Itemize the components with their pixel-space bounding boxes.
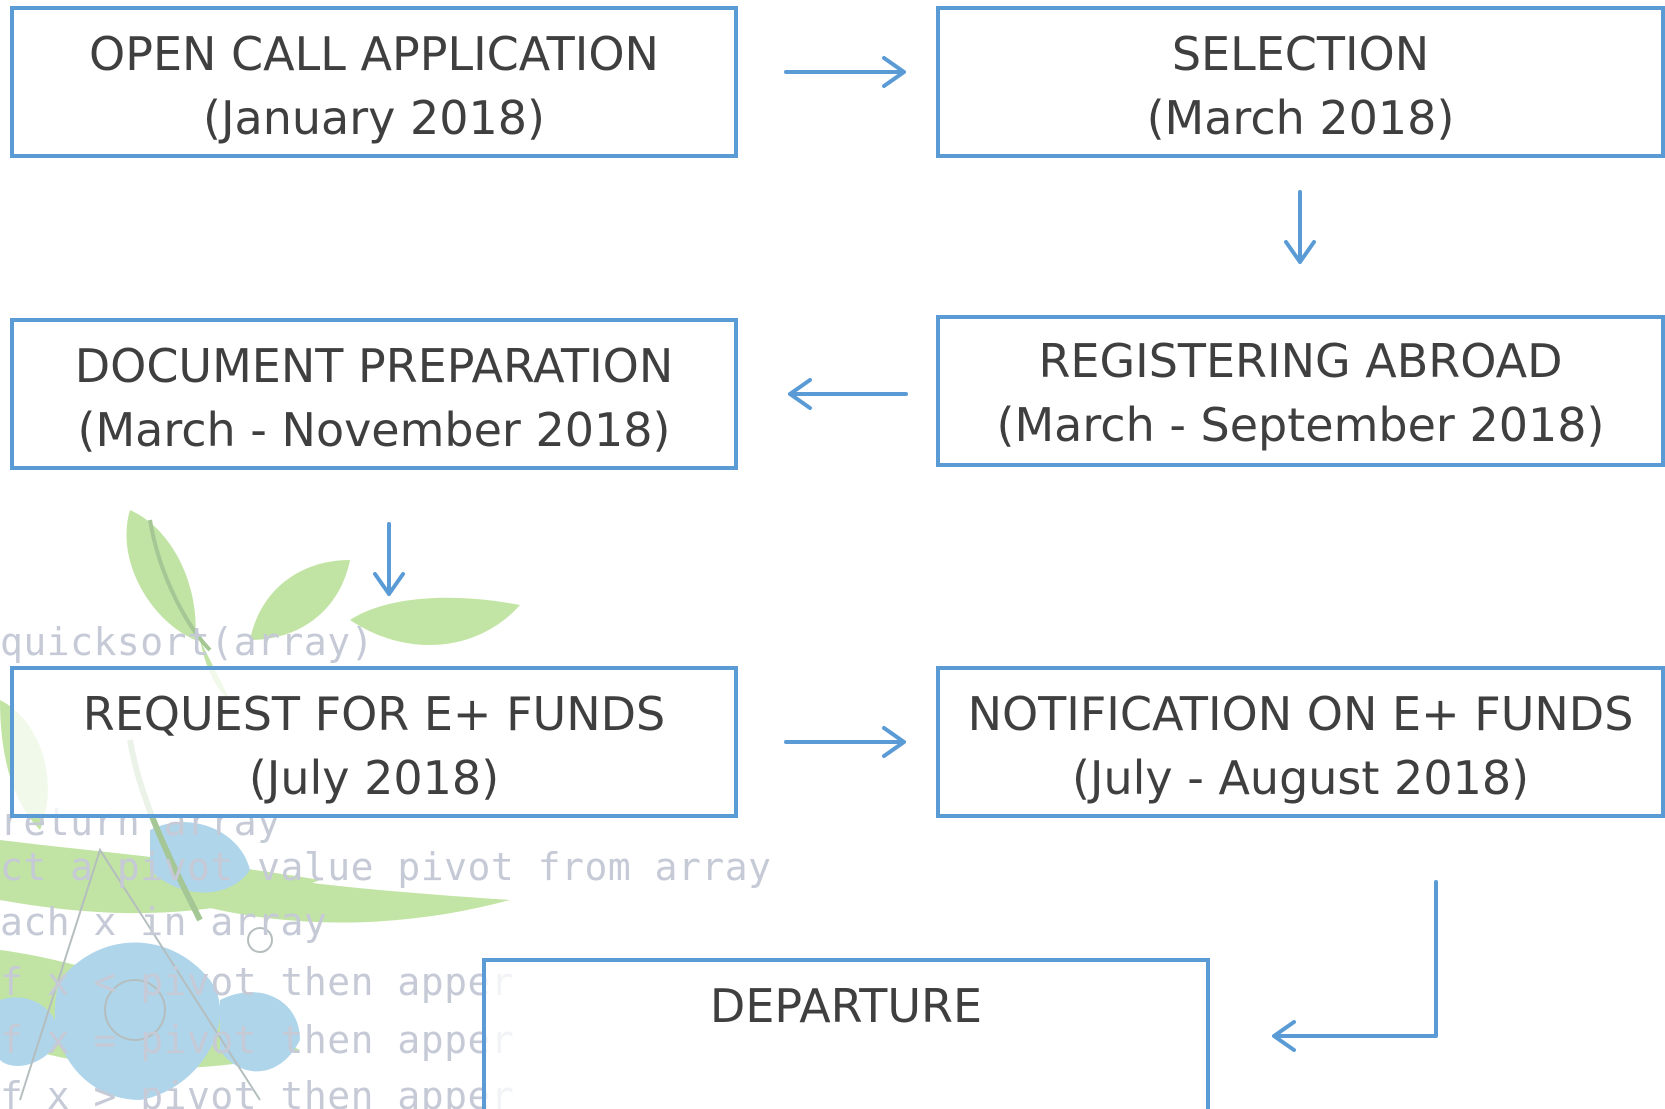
step-title: REGISTERING ABROAD — [1038, 334, 1563, 388]
step-notification-on-e-plus-funds: NOTIFICATION ON E+ FUNDS (July - August … — [936, 666, 1665, 818]
step-title: NOTIFICATION ON E+ FUNDS — [967, 687, 1634, 741]
code-line: f x = pivot then apper — [0, 1018, 515, 1062]
arrow-elbow-icon — [1272, 880, 1438, 1052]
step-date: (July 2018) — [248, 751, 500, 805]
step-date: (January 2018) — [203, 91, 545, 145]
code-line: quicksort(array) — [0, 620, 375, 664]
step-date: (March 2018) — [1146, 91, 1455, 145]
code-line: ach x in array — [0, 900, 328, 944]
arrow-right-icon — [784, 726, 906, 758]
arrow-left-icon — [788, 378, 908, 410]
step-title: DEPARTURE — [709, 979, 983, 1033]
step-document-preparation: DOCUMENT PREPARATION (March - November 2… — [10, 318, 738, 470]
step-registering-abroad: REGISTERING ABROAD (March - September 20… — [936, 315, 1665, 467]
arrow-down-icon — [1284, 190, 1316, 264]
step-departure: DEPARTURE — [482, 958, 1210, 1109]
code-line: f x > pivot then apper — [0, 1074, 515, 1109]
arrow-right-icon — [784, 56, 906, 88]
code-line: f x < pivot then apper — [0, 960, 515, 1004]
step-title: OPEN CALL APPLICATION — [89, 27, 659, 81]
step-request-for-e-plus-funds: REQUEST FOR E+ FUNDS (July 2018) — [10, 666, 738, 818]
arrow-down-icon — [373, 522, 405, 596]
step-open-call-application: OPEN CALL APPLICATION (January 2018) — [10, 6, 738, 158]
step-date: (March - November 2018) — [77, 403, 671, 457]
step-title: DOCUMENT PREPARATION — [74, 339, 674, 393]
step-date: (July - August 2018) — [1071, 751, 1530, 805]
step-title: REQUEST FOR E+ FUNDS — [82, 687, 666, 741]
step-selection: SELECTION (March 2018) — [936, 6, 1665, 158]
step-date: (March - September 2018) — [996, 398, 1605, 452]
code-line: ct a pivot value pivot from array — [0, 845, 772, 889]
step-title: SELECTION — [1171, 27, 1430, 81]
